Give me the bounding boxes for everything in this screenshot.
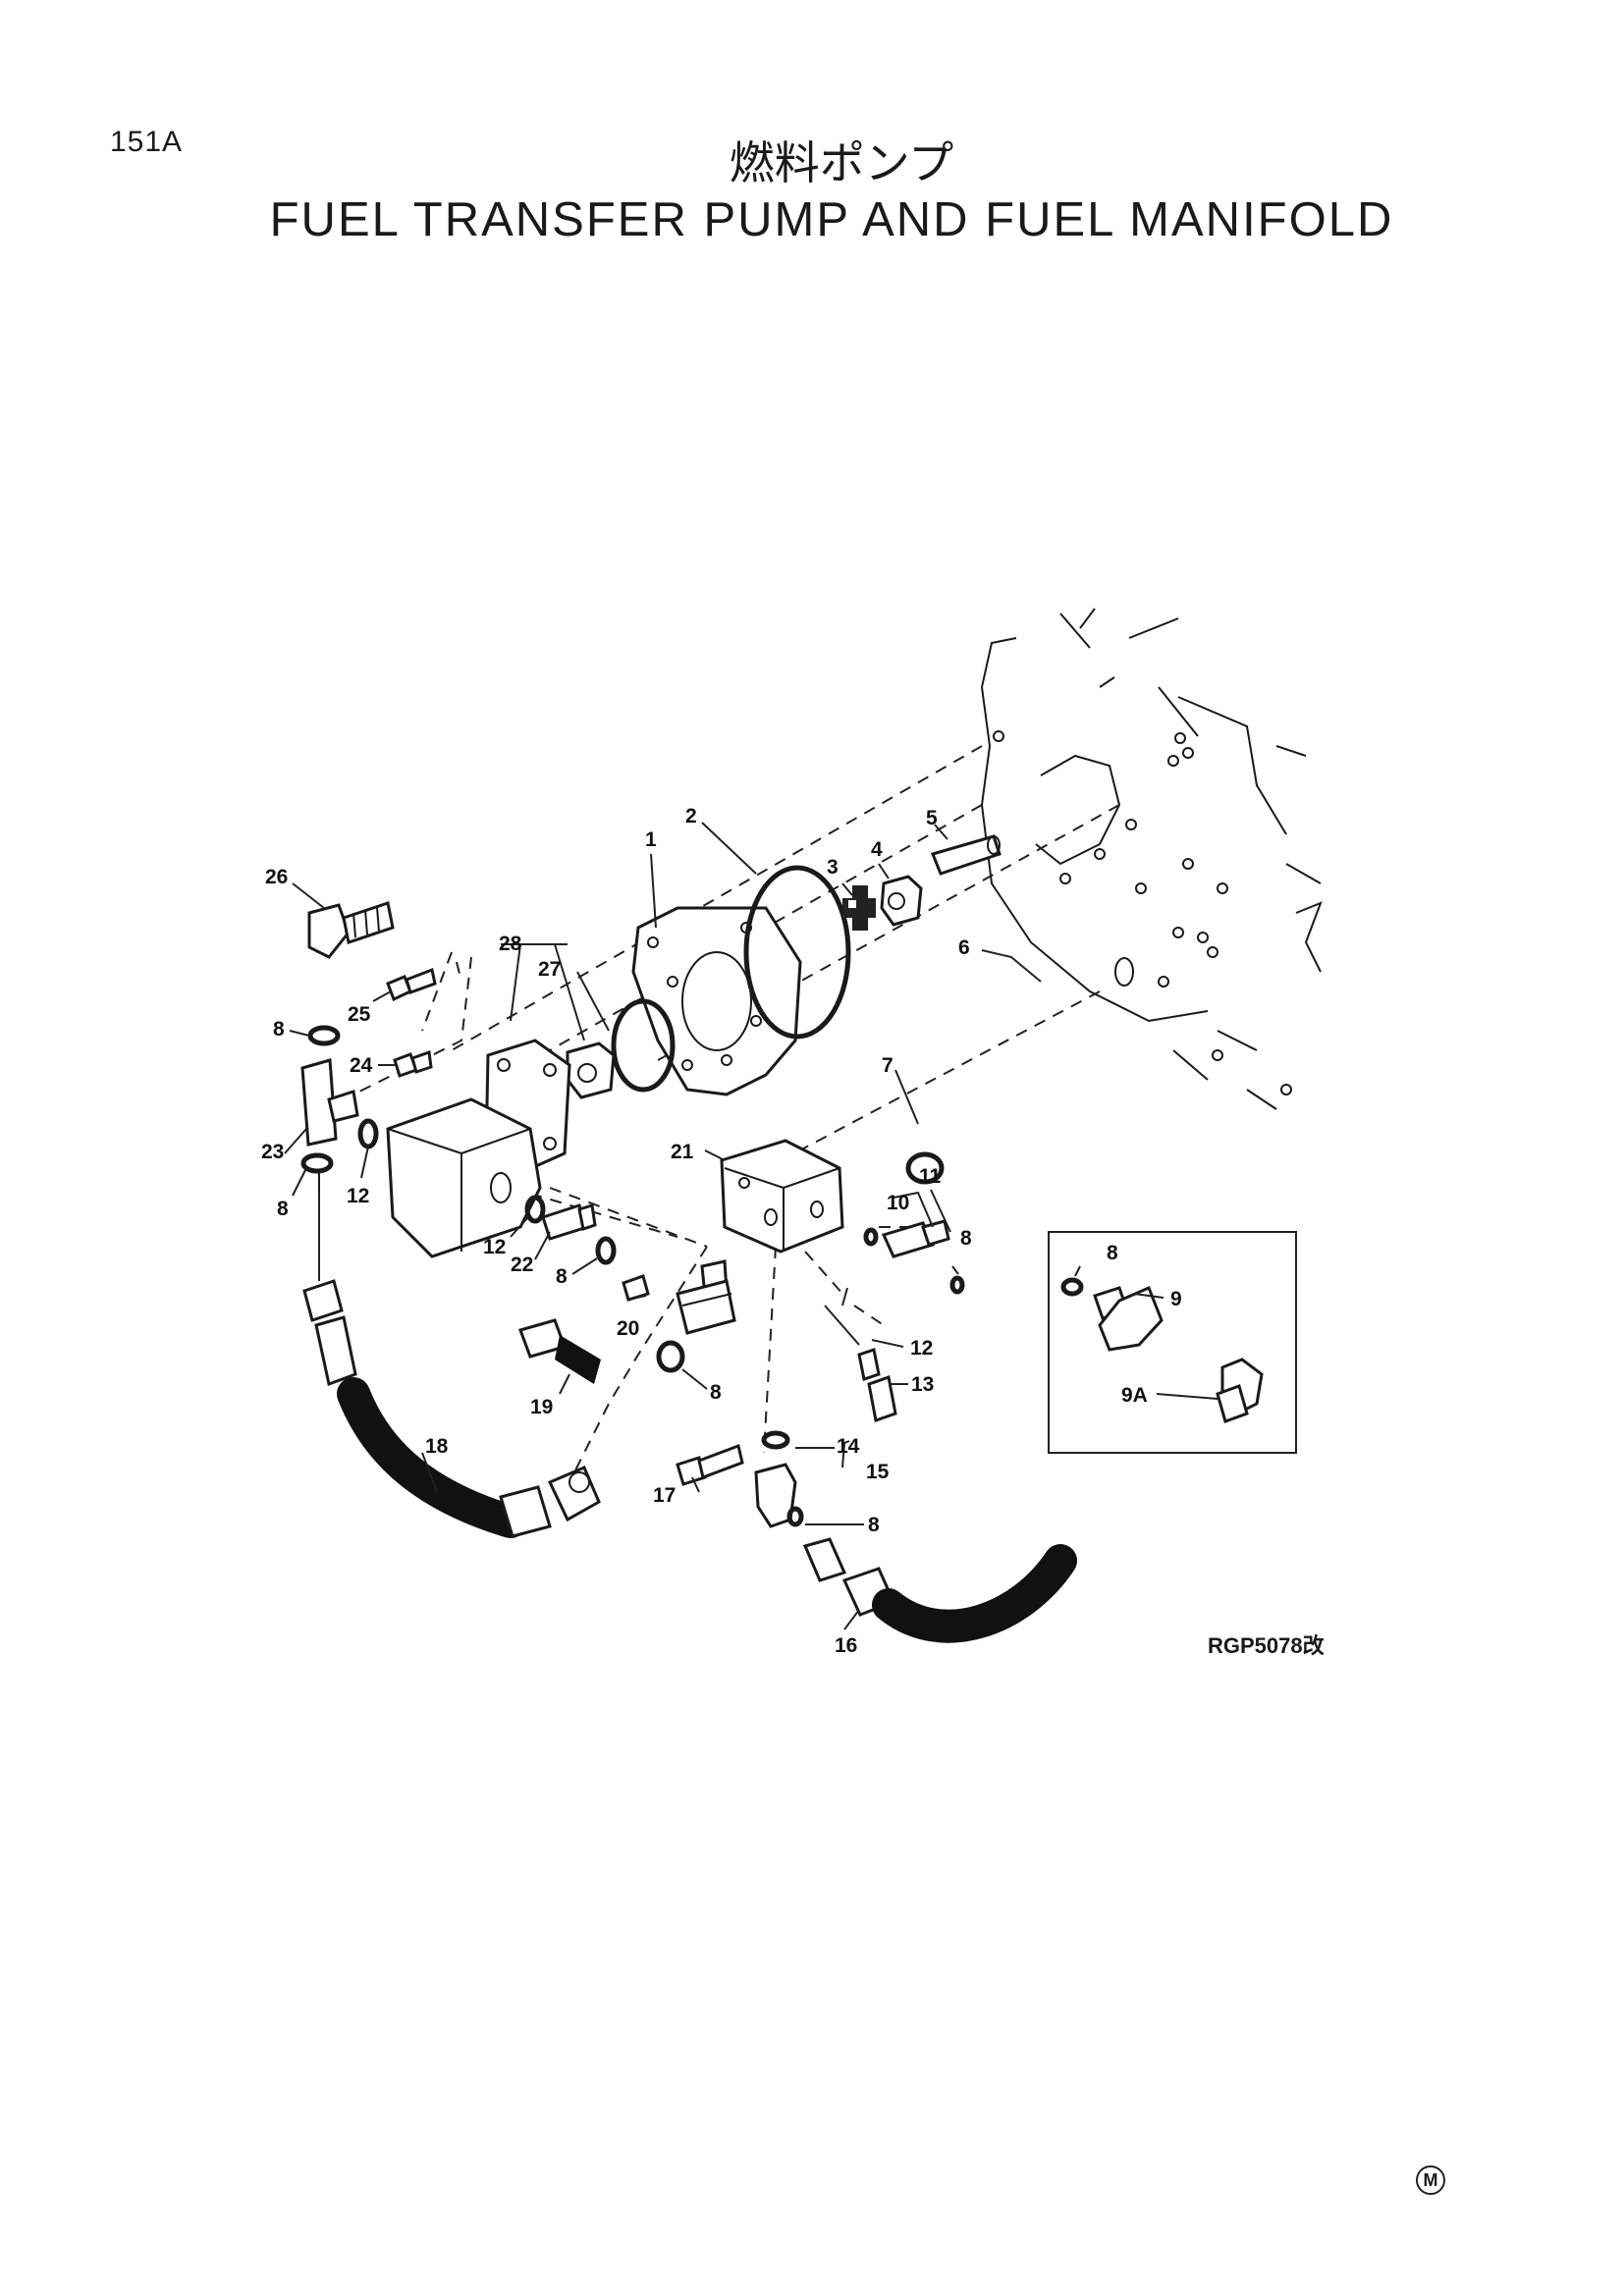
page-title: FUEL TRANSFER PUMP AND FUEL MANIFOLD <box>269 193 1394 246</box>
callout-3: 3 <box>827 856 839 879</box>
key-part <box>930 834 1001 876</box>
callout-8: 8 <box>277 1198 289 1220</box>
callout-21: 21 <box>671 1141 694 1163</box>
callout-13: 13 <box>911 1373 934 1396</box>
callout-8: 8 <box>556 1265 568 1288</box>
callout-8: 8 <box>710 1381 722 1404</box>
callout-6: 6 <box>958 936 970 959</box>
callout-25: 25 <box>348 1003 371 1026</box>
callout-12: 12 <box>483 1236 506 1258</box>
callout-27: 27 <box>538 958 561 981</box>
callout-1: 1 <box>645 828 657 851</box>
callout-26: 26 <box>265 866 288 888</box>
callout-28: 28 <box>499 933 522 955</box>
callout-labels: 1 2 3 4 5 6 7 8 8 8 8 8 8 8 9 9A 10 11 1… <box>261 805 1182 1657</box>
coupling-cross-part <box>842 885 876 931</box>
callout-14: 14 <box>837 1435 860 1458</box>
callout-17: 17 <box>653 1484 676 1507</box>
page-code: 151A <box>110 126 184 158</box>
callout-8: 8 <box>960 1227 972 1250</box>
callout-22: 22 <box>511 1254 533 1276</box>
callout-7: 7 <box>882 1054 893 1077</box>
callout-24: 24 <box>350 1054 373 1077</box>
callout-23: 23 <box>261 1141 284 1163</box>
fuel-hoses <box>302 1173 1077 1643</box>
callout-19: 19 <box>530 1396 553 1418</box>
callout-20: 20 <box>617 1317 639 1340</box>
callout-9: 9 <box>1170 1288 1182 1310</box>
fuel-pump-body-part <box>386 1039 571 1258</box>
callout-12: 12 <box>910 1337 933 1360</box>
mounting-flange-part <box>631 906 802 1096</box>
callout-12: 12 <box>347 1185 369 1207</box>
drawing-reference: RGP5078改 <box>1208 1633 1325 1658</box>
engine-housing <box>980 608 1323 1110</box>
callout-8: 8 <box>273 1018 285 1041</box>
callout-18: 18 <box>425 1435 449 1458</box>
callout-4: 4 <box>871 838 883 861</box>
callout-16: 16 <box>835 1634 857 1657</box>
coupling-hub-part <box>880 875 923 927</box>
callout-9a: 9A <box>1121 1384 1148 1407</box>
callout-10: 10 <box>887 1192 909 1214</box>
o-ring-large-part <box>743 865 851 1040</box>
callout-11: 11 <box>919 1165 942 1188</box>
callout-8: 8 <box>868 1514 880 1536</box>
callout-2: 2 <box>685 805 697 828</box>
drive-insert-part <box>566 1041 616 1099</box>
bleed-valve-part <box>676 1259 736 1335</box>
fuel-manifold-block-part <box>720 1139 844 1254</box>
o-ring-medium-part <box>611 998 676 1093</box>
small-fittings <box>300 901 965 1528</box>
callout-15: 15 <box>866 1461 890 1483</box>
leader-lines <box>284 822 1218 1630</box>
callout-5: 5 <box>926 807 938 829</box>
inset-detail-box <box>1048 1231 1297 1454</box>
callout-8: 8 <box>1107 1242 1118 1264</box>
page-title-japanese: 燃料ポンプ <box>729 136 954 189</box>
manual-mark: M <box>1416 2165 1445 2195</box>
